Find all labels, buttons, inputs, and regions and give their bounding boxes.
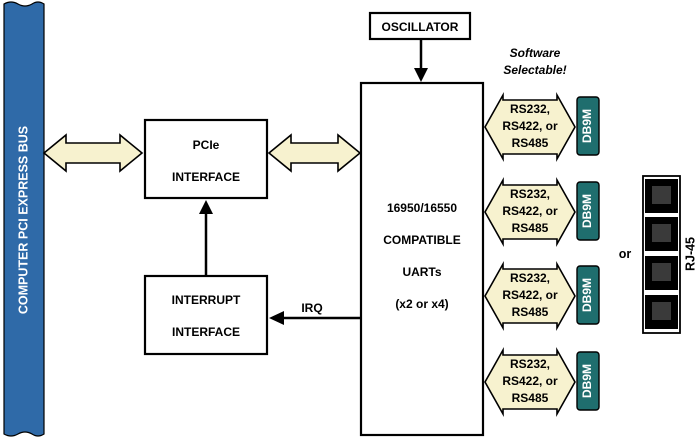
port-3-connector-label: DB9M: [580, 278, 594, 312]
port-1-arrow: [484, 91, 576, 163]
interrupt-line1: INTERRUPT: [172, 293, 241, 307]
serial-port-1: RS232, RS422, or RS485 DB9M: [484, 91, 600, 163]
rj45-label: RJ-45: [683, 237, 697, 271]
rj45-jack: [645, 217, 678, 251]
port-4-line2: RS422, or: [502, 374, 558, 388]
port-1-line1: RS232,: [510, 102, 550, 116]
port-4-arrow: [484, 346, 576, 418]
port-1-connector: [576, 96, 600, 156]
port-2-line2: RS422, or: [502, 204, 558, 218]
port-1-line3: RS485: [512, 136, 549, 150]
or-label: or: [619, 247, 632, 261]
port-2-arrow: [484, 176, 576, 248]
rj45-jack: [645, 295, 678, 329]
port-3-line2: RS422, or: [502, 288, 558, 302]
bus-bar-shape: [3, 1, 45, 437]
port-2-line3: RS485: [512, 221, 549, 235]
rj45-jack: [645, 256, 678, 290]
rj45-jack-stack: RJ-45: [642, 175, 697, 334]
interrupt-to-pcie-arrow: [199, 200, 213, 276]
uart-line1: 16950/16550: [387, 201, 457, 215]
port-3-arrow: [484, 260, 576, 332]
port-4-connector-label: DB9M: [580, 364, 594, 398]
serial-port-4: RS232, RS422, or RS485 DB9M: [484, 346, 600, 418]
pcie-line2: INTERFACE: [172, 170, 240, 184]
uart-line2: COMPATIBLE: [383, 233, 461, 247]
port-2-line1: RS232,: [510, 187, 550, 201]
port-1-connector-label: DB9M: [580, 109, 594, 143]
port-3-line1: RS232,: [510, 271, 550, 285]
port-4-line1: RS232,: [510, 357, 550, 371]
port-1-line2: RS422, or: [502, 119, 558, 133]
uart-line3: UARTs: [402, 265, 441, 279]
oscillator-to-uart-arrow: [414, 39, 428, 82]
irq-label: IRQ: [301, 301, 322, 315]
irq-arrow: IRQ: [269, 301, 360, 325]
uart-line4: (x2 or x4): [395, 297, 448, 311]
software-line2: Selectable!: [503, 63, 566, 77]
port-2-connector-label: DB9M: [580, 194, 594, 228]
rj45-jack: [645, 179, 678, 213]
port-2-connector: [576, 181, 600, 241]
software-line1: Software: [510, 46, 561, 60]
oscillator-label: OSCILLATOR: [382, 20, 459, 34]
port-4-connector: [576, 351, 600, 411]
pcie-line1: PCIe: [193, 138, 220, 152]
pcie-interface-block: PCIe INTERFACE: [143, 118, 269, 200]
serial-port-3: RS232, RS422, or RS485 DB9M: [484, 260, 600, 332]
software-selectable-note: Software Selectable!: [503, 46, 566, 77]
oscillator-block: OSCILLATOR: [368, 11, 472, 41]
serial-port-2: RS232, RS422, or RS485 DB9M: [484, 176, 600, 248]
bus-label: COMPUTER PCI EXPRESS BUS: [16, 126, 30, 314]
port-3-connector: [576, 265, 600, 325]
uart-block: 16950/16550 COMPATIBLE UARTs (x2 or x4): [359, 81, 485, 437]
interrupt-interface-block: INTERRUPT INTERFACE: [143, 274, 269, 356]
pci-express-bus: COMPUTER PCI EXPRESS BUS: [3, 1, 45, 437]
port-3-line3: RS485: [512, 305, 549, 319]
bus-pcie-double-arrow: [42, 133, 144, 173]
pcie-uart-double-arrow: [267, 133, 362, 173]
interrupt-line2: INTERFACE: [172, 325, 240, 339]
port-4-line3: RS485: [512, 391, 549, 405]
